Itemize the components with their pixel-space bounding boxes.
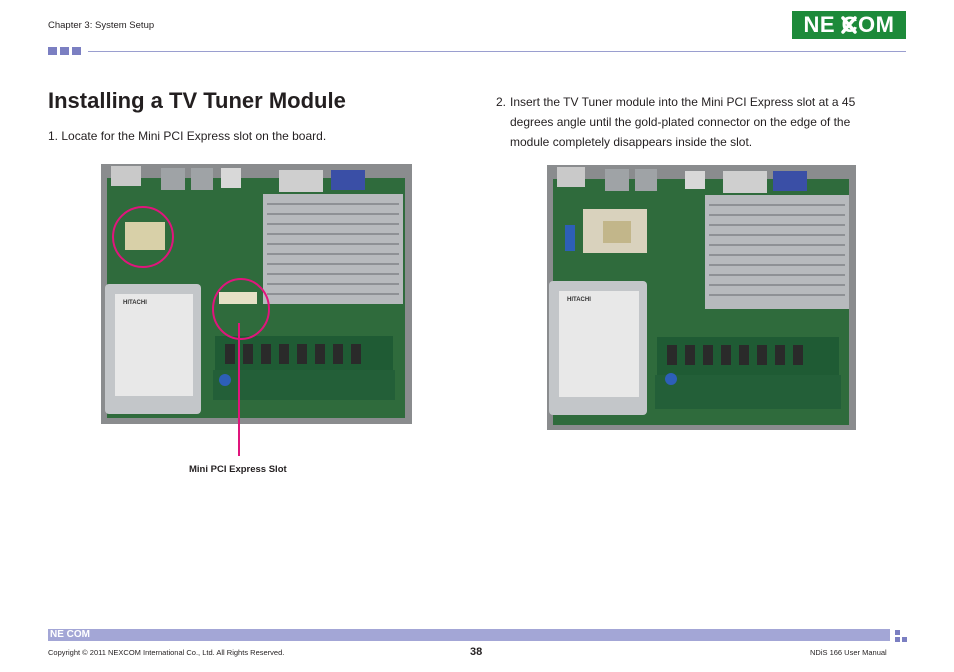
hdd-brand-label: HITACHI [123,300,147,306]
step-number: 2. [496,95,507,109]
step-2: 2. Insert the TV Tuner module into the M… [496,92,886,152]
nexcom-logo: NE COM [792,11,906,39]
board-photo-slot-empty: HITACHI [101,164,412,424]
mini-pci-express-slot-label: Mini PCI Express Slot [189,464,287,475]
board-photo-module-installed: HITACHI [547,165,856,430]
footer-bar [48,629,890,641]
footer-square [895,630,900,635]
page-title: Installing a TV Tuner Module [48,88,346,113]
header-square [60,47,69,55]
copyright-text: Copyright © 2011 NEXCOM International Co… [48,648,285,657]
header-rule [88,51,906,52]
logo-x-mark-icon [841,16,857,34]
step-text: Locate for the Mini PCI Express slot on … [61,129,327,143]
chapter-heading: Chapter 3: System Setup [48,20,155,31]
manual-name: NDiS 166 User Manual [810,648,887,657]
step-text: Insert the TV Tuner module into the Mini… [510,95,856,149]
hdd-brand-label: HITACHI [567,297,591,303]
footer-square [902,637,907,642]
header-square [48,47,57,55]
callout-leader-line [238,323,240,456]
page-number: 38 [470,646,483,658]
step-number: 1. [48,129,59,143]
header-square [72,47,81,55]
step-1: 1. Locate for the Mini PCI Express slot … [48,129,326,143]
footer-nexcom-logo: NE COM [50,629,90,640]
footer-square [895,637,900,642]
